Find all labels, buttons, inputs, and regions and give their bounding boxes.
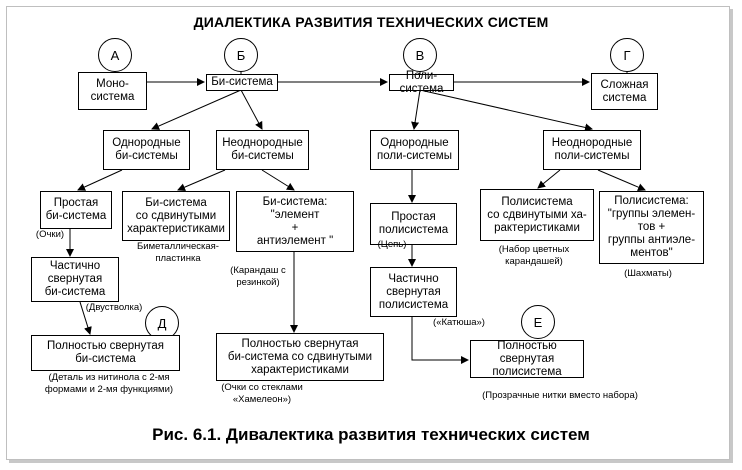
figure-caption: Рис. 6.1. Дивалектика развития техническ… — [152, 425, 590, 444]
bi-partial-box: Частично свернутая би-система — [31, 257, 119, 302]
complex-system-box: Сложная система — [591, 73, 658, 110]
mono-system-box: Моно- система — [78, 72, 147, 110]
note-bimetal: Биметаллическая- пластинка — [137, 241, 219, 264]
poly-heterogeneous-box: Неоднородные поли-системы — [543, 130, 641, 170]
note-double-gun: (Двустволка) — [85, 302, 143, 313]
arrow-bihetero-to-element — [261, 169, 295, 191]
bi-system-box: Би-система — [206, 74, 278, 91]
arrow-polyhetero-to-groups — [597, 169, 646, 191]
note-nitinol: (Деталь из нитинола с 2-мя формами и 2-м… — [44, 372, 174, 395]
bi-shifted-box: Би-система со сдвинутыми характеристикам… — [122, 191, 230, 241]
arrow-bihomo-to-simple — [77, 169, 123, 191]
arrow-polypartial-to-full — [411, 317, 469, 364]
poly-groups-box: Полисистема: "группы элемен- тов + групп… — [599, 191, 704, 264]
note-katyusha: («Катюша») — [433, 317, 485, 328]
stage-g-circle: Г — [610, 38, 644, 72]
arrow-bihetero-to-shifted — [177, 169, 226, 191]
arrow-bi-to-hetero — [240, 89, 263, 130]
bi-full-left-box: Полностью свернутая би-система — [31, 335, 180, 371]
bi-heterogeneous-box: Неоднородные би-системы — [216, 130, 309, 170]
bi-homogeneous-box: Однородные би-системы — [103, 130, 190, 170]
note-glasses: (Очки) — [35, 229, 65, 240]
stage-b-circle: Б — [224, 38, 258, 72]
note-chess: (Шахматы) — [624, 268, 672, 279]
arrow-poly-to-hetero — [419, 89, 593, 132]
note-pencil-eraser: (Карандаш с резинкой) — [230, 265, 286, 288]
poly-homogeneous-box: Однородные поли-системы — [370, 130, 459, 170]
bi-full-shifted-box: Полностью свернутая би-система со сдвину… — [216, 333, 384, 381]
note-chain: (Цепь) — [377, 239, 407, 250]
arrow-bipartial-to-full — [79, 301, 92, 335]
bi-simple-box: Простая би-система — [40, 191, 112, 229]
note-transparent-threads: (Прозрачные нитки вместо набора) — [482, 390, 638, 401]
bi-element-antielement-box: Би-система: "элемент + антиэлемент " — [236, 191, 354, 252]
diagram-title: ДИАЛЕКТИКА РАЗВИТИЯ ТЕХНИЧЕСКИХ СИСТЕМ — [193, 14, 549, 30]
stage-a-circle: А — [98, 38, 132, 72]
arrow-poly-to-homo — [411, 89, 421, 130]
poly-simple-box: Простая полисистема — [370, 203, 457, 245]
poly-shifted-box: Полисистема со сдвинутыми ха- рактеристи… — [480, 189, 594, 241]
arrow-polyhetero-to-shifted — [537, 169, 561, 189]
arrow-bi-to-homo — [151, 89, 242, 130]
stage-e-circle: Е — [521, 305, 555, 339]
note-pencil-set: (Набор цветных карандашей) — [498, 244, 570, 267]
poly-full-box: Полностью свернутая полисистема — [470, 340, 584, 378]
stage-v-circle: В — [403, 38, 437, 72]
note-chameleon: (Очки со стеклами «Хамелеон») — [221, 382, 303, 405]
poly-system-box: Поли-система — [389, 70, 454, 95]
poly-partial-box: Частично свернутая полисистема — [370, 267, 457, 317]
